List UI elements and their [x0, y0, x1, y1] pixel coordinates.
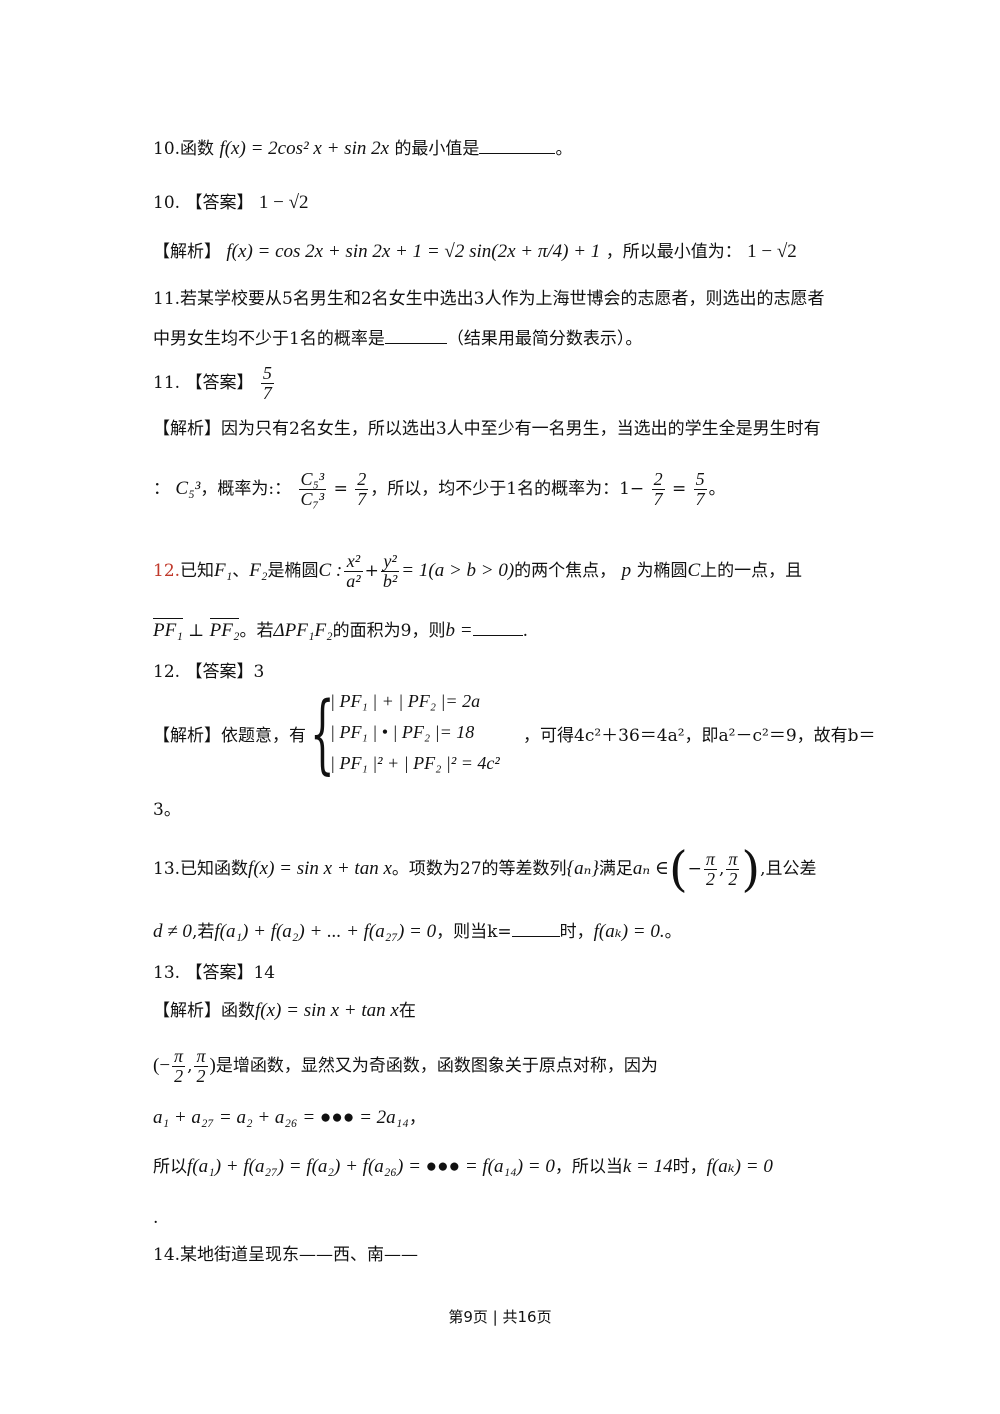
- q12-brace: {: [310, 684, 335, 784]
- q11-line1: 11.若某学校要从5名男生和2名女生中选出3人作为上海世博会的志愿者，则选出的志…: [153, 289, 825, 309]
- q10-analysis-label: 【解析】: [153, 242, 221, 262]
- q13-answer: 13. 【答案】14: [153, 963, 276, 983]
- q13-blank: [511, 935, 560, 937]
- q13-analysis-line1: 【解析】函数f(x) = sin x + tan x在: [153, 1000, 416, 1021]
- q12-blank: [472, 634, 523, 636]
- q13-analysis-dot: .: [153, 1208, 159, 1228]
- q10-prefix: 10.函数: [153, 139, 215, 159]
- q11-line2a: 中男女生均不少于1名的概率是: [153, 329, 385, 349]
- q14-question: 14.某地街道呈现东——西、南——: [153, 1245, 419, 1265]
- q12-answer-value: 3: [253, 662, 265, 682]
- q12-number: 12.: [153, 560, 181, 581]
- q11-analysis1: 【解析】因为只有2名女生，所以选出3人中至少有一名男生，当选出的学生全是男生时有: [153, 419, 821, 439]
- q10-answer-value: 1 − √2: [258, 192, 309, 213]
- q12-analysis-label: 【解析】依题意，有: [153, 726, 306, 746]
- q13-question-line2: d ≠ 0,若f(a₁) + f(a₂) + ... + f(a₂₇) = 0，…: [153, 921, 682, 942]
- q12-answer: 12. 【答案】3: [153, 662, 265, 682]
- q10-analysis: 【解析】 f(x) = cos 2x + sin 2x + 1 = √2 sin…: [153, 237, 797, 267]
- q10-blank: [479, 152, 556, 154]
- q10-answer: 10. 【答案】 1 − √2: [153, 188, 309, 218]
- q12-question-line2: PF₁ ⊥ PF₂。若ΔPF₁F₂的面积为9，则b =.: [153, 618, 528, 641]
- q11-line2b: （结果用最简分数表示）。: [446, 329, 643, 349]
- q11-blank: [384, 342, 447, 344]
- q11-comb: C₅³: [175, 477, 201, 499]
- q10-analysis-formula: f(x) = cos 2x + sin 2x + 1 = √2 sin(2x +…: [226, 241, 601, 262]
- q13-answer-value: 14: [253, 963, 276, 983]
- page-footer: 第9页 | 共16页: [448, 1308, 552, 1326]
- q13-analysis-line4: 所以f(a₁) + f(a₂₇) = f(a₂) + f(a₂₆) = ●●● …: [153, 1156, 773, 1177]
- q13-question-line1: 13.已知函数f(x) = sin x + tan x。项数为27的等差数列{a…: [153, 841, 817, 898]
- q10-answer-label: 10. 【答案】: [153, 193, 254, 213]
- q10-formula: f(x) = 2cos² x + sin 2x: [219, 138, 390, 159]
- q10-analysis-result: 1 − √2: [747, 241, 797, 262]
- q10-end: 。: [555, 139, 573, 159]
- q13-analysis-line3: a₁ + a₂₇ = a₂ + a₂₆ = ●●● = 2a₁₄，: [153, 1107, 426, 1128]
- q11-answer-label: 11. 【答案】: [153, 372, 254, 393]
- q10-analysis-text: ，所以最小值为：: [605, 242, 742, 262]
- q12-analysis-text: ，可得4c²＋36＝4a²，即a²－c²＝9，故有b＝: [523, 726, 876, 746]
- q11-line2: 中男女生均不少于1名的概率是 （结果用最简分数表示）。: [153, 324, 642, 354]
- q10-question: 10.函数 f(x) = 2cos² x + sin 2x 的最小值是 。: [153, 134, 572, 164]
- q12-analysis-end: 3。: [153, 800, 181, 820]
- q10-suffix: 的最小值是: [394, 139, 480, 159]
